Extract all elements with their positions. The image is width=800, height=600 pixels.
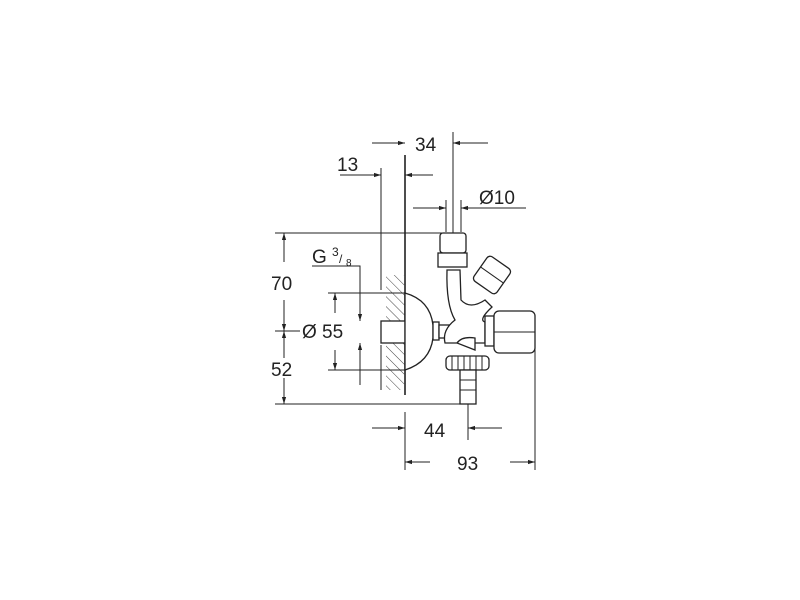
escutcheon [404,292,434,371]
dim-34-label: 34 [415,135,437,156]
dimension-lines [281,140,535,465]
top-nut-ring [437,252,468,268]
thread-letter: G [312,247,327,268]
thread-label: G 3 / 8 [312,245,352,269]
thread-connector [380,320,406,344]
dim-44-label: 44 [424,421,446,442]
thread-slash: / [339,252,343,266]
top-nut [439,232,467,254]
wall [380,155,406,470]
angle-valve [380,232,536,405]
dim-d55-label: Ø 55 [302,322,343,343]
right-ring [484,315,495,347]
dim-13-label: 13 [337,155,358,176]
dim-70-label: 70 [271,274,292,295]
thread-denominator: 8 [346,258,352,269]
thread-numerator: 3 [332,245,339,259]
dim-93-label: 93 [457,454,478,475]
dim-52-label: 52 [271,360,292,381]
dim-d10-label: Ø10 [479,188,515,209]
hose-nozzle [459,369,477,405]
